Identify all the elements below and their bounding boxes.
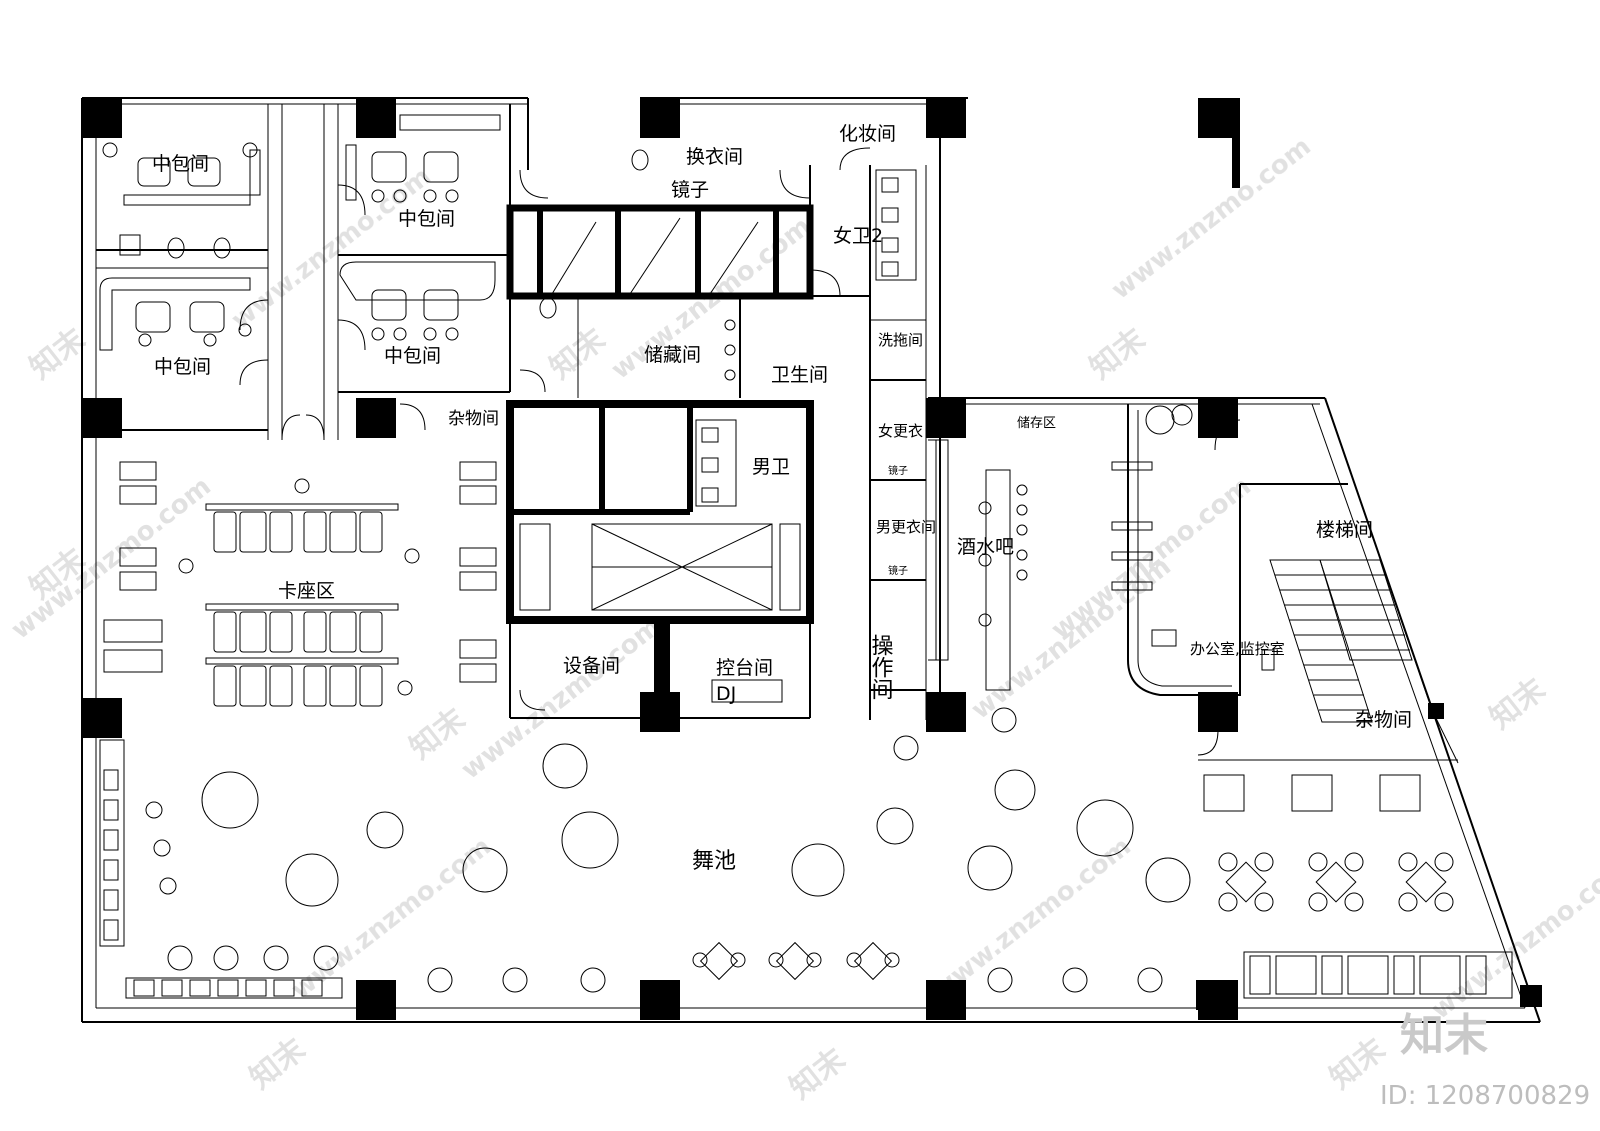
watermark-tile-6: 知末 [1483, 672, 1552, 737]
watermark-tile-5: 知末 [1083, 322, 1152, 387]
column [926, 398, 966, 438]
column [1428, 703, 1444, 719]
label-bar: 酒水吧 [957, 536, 1014, 558]
label-vip-room-1: 中包间 [152, 153, 209, 175]
label-restroom: 卫生间 [771, 364, 828, 386]
label-mens-locker: 男更衣间 [876, 518, 936, 536]
label-makeup-room: 化妆间 [839, 123, 896, 145]
structural-columns [82, 98, 1542, 1020]
label-operation-room: 操作间 [868, 634, 894, 700]
column [82, 698, 122, 738]
service-core [506, 147, 926, 720]
label-vip-room-3: 中包间 [154, 356, 211, 378]
office-stairs [1111, 404, 1413, 756]
label-womens-locker: 女更衣 [878, 422, 923, 440]
watermark-url-7: www.znzmo.com [1046, 472, 1257, 646]
label-mop-room: 洗拖间 [878, 331, 923, 349]
column [1198, 98, 1238, 138]
label-dj: DJ [716, 683, 736, 705]
label-storage-area: 储存区 [1017, 416, 1056, 431]
vip-rooms [96, 104, 649, 441]
watermark-url-9: www.znzmo.com [926, 832, 1137, 1006]
label-sundries-room-2: 杂物间 [1355, 709, 1412, 731]
label-equipment-room: 设备间 [563, 655, 620, 677]
label-mirror-small-2: 镜子 [888, 564, 908, 577]
label-console-room: 控台间 [716, 657, 773, 679]
column [926, 692, 966, 732]
watermark-url-3: www.znzmo.com [1106, 132, 1317, 306]
column [1196, 980, 1218, 1010]
watermark-url-8: www.znzmo.com [286, 832, 497, 1006]
watermark-tile-8: 知末 [783, 1042, 852, 1107]
dance-floor-tables [201, 743, 1191, 907]
label-storage-room: 储藏间 [644, 344, 701, 366]
bar-counter [893, 403, 1193, 761]
room-labels: 中包间 中包间 中包间 中包间 换衣间 化妆间 镜子 女卫2 储藏间 卫生间 洗… [152, 123, 1412, 874]
watermark-url-10: www.znzmo.com [1426, 852, 1600, 1026]
column [926, 98, 966, 138]
label-dance-floor: 舞池 [692, 849, 736, 874]
label-office-monitor: 办公室,监控室 [1190, 640, 1285, 658]
booth-area [103, 461, 497, 707]
watermark-url-4: www.znzmo.com [6, 472, 217, 646]
column [1232, 98, 1240, 188]
column [1198, 398, 1238, 438]
column [356, 980, 396, 1020]
operation-room-label: 操作间 [868, 634, 894, 700]
label-vip-room-4: 中包间 [384, 345, 441, 367]
right-dining [1198, 759, 1513, 999]
perimeter-seating [99, 739, 1163, 999]
column [356, 98, 396, 138]
label-vip-room-2: 中包间 [398, 208, 455, 230]
column [356, 398, 396, 438]
label-mirror: 镜子 [671, 179, 709, 201]
watermark-url-5: www.znzmo.com [456, 612, 667, 786]
label-sundries-room-1: 杂物间 [448, 409, 499, 429]
column [1198, 692, 1238, 732]
watermark-url-1: www.znzmo.com [226, 162, 437, 336]
watermark-id: ID: 1208700829 [1380, 1081, 1590, 1111]
brand-watermark: 知末 ID: 1208700829 [1380, 1010, 1590, 1111]
stair-flight [1269, 559, 1413, 723]
column [82, 398, 122, 438]
label-mirror-small-1: 镜子 [888, 464, 908, 477]
watermark-logo: 知末 [1400, 1010, 1488, 1061]
column [640, 980, 680, 1020]
watermark-tile-7: 知末 [243, 1032, 312, 1097]
column [82, 98, 122, 138]
label-womens-toilet-2: 女卫2 [833, 225, 883, 247]
label-changing-room: 换衣间 [686, 146, 743, 168]
column [640, 98, 680, 138]
label-booth-area: 卡座区 [278, 580, 335, 602]
column [1520, 985, 1542, 1007]
label-staircase: 楼梯间 [1316, 519, 1373, 541]
column [926, 980, 966, 1020]
label-mens-toilet: 男卫 [752, 456, 790, 478]
